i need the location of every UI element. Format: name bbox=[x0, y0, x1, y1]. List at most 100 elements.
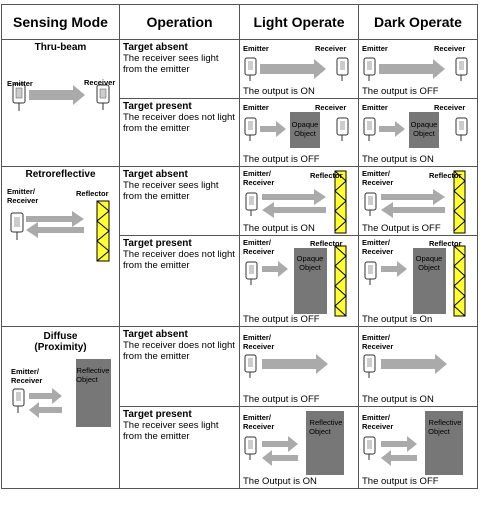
opaque-object-text: Object bbox=[413, 129, 436, 138]
header-operation: Operation bbox=[119, 4, 240, 40]
emitter-receiver-label: Emitter/ bbox=[7, 187, 35, 196]
light-operate-cell: Emitter/ Receiver The output is OFF bbox=[239, 326, 359, 407]
mode-name: Diffuse bbox=[43, 331, 78, 342]
emitter-receiver-label: Receiver bbox=[362, 422, 394, 431]
opaque-object-text: Object bbox=[418, 263, 441, 272]
diagram-retro-present-light: Opaque Object bbox=[245, 245, 347, 317]
emitter-receiver-label: Receiver bbox=[243, 342, 275, 351]
receiver-label: Receiver bbox=[315, 44, 347, 53]
operation-cell: Target absent The receiver does not ligh… bbox=[119, 326, 240, 407]
light-operate-cell: Opaque Object Emitter/ Receiver Reflecto… bbox=[239, 235, 359, 327]
emitter-label: Emitter bbox=[243, 103, 269, 112]
opaque-object-text: Opaque bbox=[292, 120, 319, 129]
operation-cell: Target absent The receiver sees light fr… bbox=[119, 166, 240, 236]
diagram-retro-absent-dark bbox=[364, 170, 466, 234]
operation-title: Target absent bbox=[123, 169, 188, 180]
emitter-receiver-label: Receiver bbox=[243, 247, 275, 256]
mode-name-sub: (Proximity) bbox=[34, 342, 87, 353]
emitter-receiver-label: Emitter/ bbox=[362, 333, 390, 342]
output-state: The output is OFF bbox=[362, 476, 439, 487]
diagram-retro-absent-light bbox=[245, 170, 347, 234]
diagram-thru-absent-dark bbox=[363, 57, 468, 81]
output-state: The output is OFF bbox=[243, 154, 320, 165]
reflective-object-text: Object bbox=[309, 427, 332, 436]
emitter-sensor-icon bbox=[12, 83, 26, 111]
diagram-diffuse-present-light: Reflective Object bbox=[244, 411, 344, 475]
emitter-receiver-label: Emitter/ bbox=[243, 413, 271, 422]
diffuse-illustration: Reflective Object bbox=[12, 359, 111, 427]
dark-operate-cell: Opaque Object Emitter Receiver The outpu… bbox=[358, 98, 478, 167]
receiver-label: Receiver bbox=[84, 78, 116, 87]
emitter-receiver-label: Receiver bbox=[362, 342, 394, 351]
emitter-receiver-label: Emitter/ bbox=[362, 413, 390, 422]
output-state: The output is ON bbox=[243, 223, 315, 234]
dark-operate-cell: Emitter Receiver The output is OFF bbox=[358, 39, 478, 99]
opaque-object-text: Object bbox=[294, 129, 317, 138]
emitter-label: Emitter bbox=[362, 103, 388, 112]
mode-retroreflective: Retroreflective Emitter/ Receiver Reflec… bbox=[1, 166, 120, 327]
output-state: The output is ON bbox=[362, 154, 434, 165]
dark-operate-cell: Reflective Object Emitter/ Receiver The … bbox=[358, 406, 478, 489]
output-state: The Output is ON bbox=[243, 476, 317, 487]
opaque-object-text: Object bbox=[299, 263, 322, 272]
operation-cell: Target absent The receiver sees light fr… bbox=[119, 39, 240, 99]
output-state: The output is ON bbox=[243, 86, 315, 97]
header-sensing-mode: Sensing Mode bbox=[1, 4, 120, 40]
reflector-label: Reflector bbox=[310, 171, 343, 180]
reflective-object-text: Object bbox=[428, 427, 451, 436]
opaque-object-text: Opaque bbox=[416, 254, 443, 263]
mode-thru-beam: Thru-beam Emitter Receiver bbox=[1, 39, 120, 167]
operation-description: The receiver does not light from the emi… bbox=[123, 340, 235, 362]
reflector-label: Reflector bbox=[429, 239, 462, 248]
emitter-receiver-label: Receiver bbox=[243, 178, 275, 187]
operation-title: Target absent bbox=[123, 329, 188, 340]
emitter-receiver-label: Emitter/ bbox=[243, 238, 271, 247]
opaque-object-text: Opaque bbox=[411, 120, 438, 129]
emitter-receiver-label: Receiver bbox=[362, 178, 394, 187]
reflective-object-text: Reflective bbox=[310, 418, 343, 427]
light-operate-cell: Reflective Object Emitter/ Receiver The … bbox=[239, 406, 359, 489]
operation-title: Target absent bbox=[123, 42, 188, 53]
operation-description: The receiver sees light from the emitter bbox=[123, 420, 219, 442]
mode-name: Thru-beam bbox=[34, 42, 87, 53]
emitter-receiver-label: Emitter/ bbox=[11, 367, 39, 376]
emitter-receiver-label: Emitter/ bbox=[243, 169, 271, 178]
light-operate-cell: Emitter/ Receiver Reflector The output i… bbox=[239, 166, 359, 236]
receiver-label: Receiver bbox=[434, 103, 466, 112]
mode-diffuse: Diffuse (Proximity) Reflective Object Em… bbox=[1, 326, 120, 489]
mode-name: Retroreflective bbox=[25, 169, 96, 180]
diagram-diffuse-absent-dark bbox=[363, 354, 447, 378]
light-operate-cell: Emitter Receiver The output is ON bbox=[239, 39, 359, 99]
thru-beam-illustration bbox=[12, 83, 110, 111]
output-state: The output is OFF bbox=[362, 86, 439, 97]
operation-description: The receiver does not light from the emi… bbox=[123, 112, 235, 134]
emitter-receiver-label: Receiver bbox=[11, 376, 43, 385]
reflector-label: Reflector bbox=[76, 189, 109, 198]
diagram-retro-present-dark: Opaque Object bbox=[364, 245, 466, 317]
output-state: The Output is OFF bbox=[362, 223, 441, 234]
retroreflective-illustration bbox=[10, 200, 110, 262]
dark-operate-cell: Emitter/ Receiver The output is ON bbox=[358, 326, 478, 407]
operation-cell: Target present The receiver does not lig… bbox=[119, 235, 240, 327]
diagram-diffuse-present-dark: Reflective Object bbox=[363, 411, 463, 475]
emitter-receiver-label: Receiver bbox=[243, 422, 275, 431]
sensing-table: Sensing Mode Operation Light Operate Dar… bbox=[1, 4, 478, 489]
operation-description: The receiver sees light from the emitter bbox=[123, 53, 219, 75]
receiver-sensor-icon bbox=[96, 84, 110, 110]
reflective-object-text: Object bbox=[76, 375, 99, 384]
output-state: The output is OFF bbox=[243, 314, 320, 325]
operation-cell: Target present The receiver does not lig… bbox=[119, 98, 240, 167]
emitter-label: Emitter bbox=[243, 44, 269, 53]
output-state: The output is ON bbox=[362, 394, 434, 405]
output-state: The output is OFF bbox=[243, 394, 320, 405]
emitter-receiver-label: Emitter/ bbox=[243, 333, 271, 342]
diagram-thru-present-dark: Opaque Object bbox=[363, 112, 468, 148]
reflective-object-text: Reflective bbox=[77, 366, 110, 375]
opaque-object-text: Opaque bbox=[297, 254, 324, 263]
operation-description: The receiver does not light from the emi… bbox=[123, 249, 235, 271]
emitter-receiver-label: Receiver bbox=[362, 247, 394, 256]
light-operate-cell: Opaque Object Emitter Receiver The outpu… bbox=[239, 98, 359, 167]
operation-title: Target present bbox=[123, 238, 192, 249]
dark-operate-cell: Opaque Object Emitter/ Receiver Reflecto… bbox=[358, 235, 478, 327]
